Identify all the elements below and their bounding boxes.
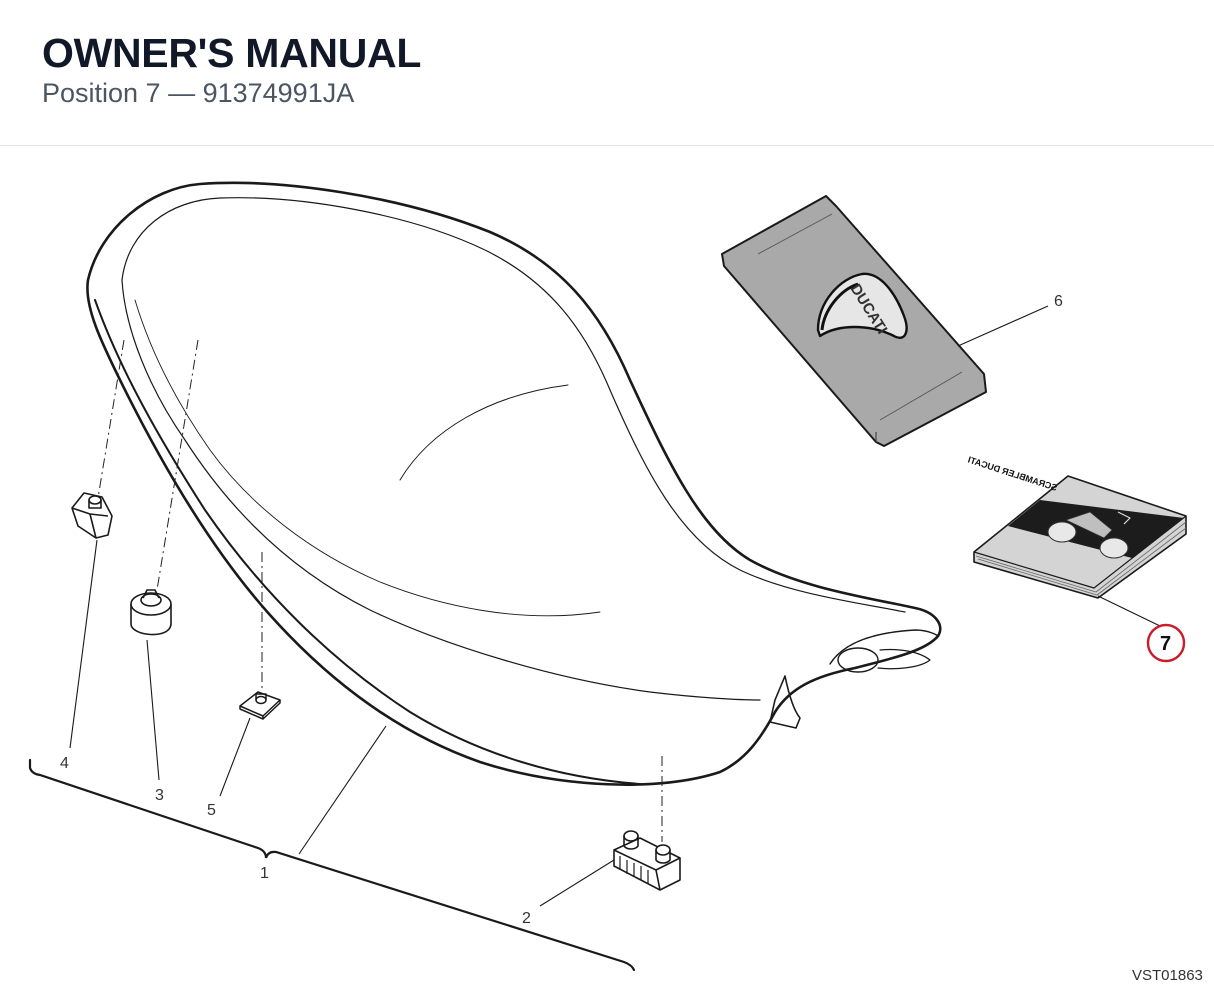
callout-6[interactable]: 6 bbox=[1054, 293, 1063, 310]
callout-2[interactable]: 2 bbox=[522, 910, 531, 927]
seat-illustration bbox=[86, 181, 942, 786]
part-5-plate bbox=[239, 691, 281, 720]
page-title: OWNER'S MANUAL bbox=[42, 30, 422, 76]
part-6-document-cover: DUCATI bbox=[721, 195, 987, 447]
part-3-bumper bbox=[130, 589, 172, 636]
callout-7[interactable]: 7 bbox=[1160, 633, 1171, 655]
part-2-bracket bbox=[613, 830, 681, 891]
callout-7-ring bbox=[1146, 623, 1186, 663]
callout-5[interactable]: 5 bbox=[207, 802, 216, 819]
page-subtitle: Position 7 — 91374991JA bbox=[42, 78, 355, 108]
part-4-rubber-pad bbox=[71, 492, 113, 539]
reference-code: VST01863 bbox=[1132, 967, 1203, 984]
callout-1[interactable]: 1 bbox=[260, 865, 269, 882]
part-7-owners-manual: SCRAMBLER DUCATI bbox=[967, 455, 1187, 599]
parts-diagram: DUCATI SCRAMBLER DUCATI 1 2 3 4 5 6 7 VS… bbox=[28, 181, 1203, 984]
booklet-title-text: SCRAMBLER DUCATI bbox=[967, 455, 1059, 493]
callout-3[interactable]: 3 bbox=[155, 787, 164, 804]
part-1-bracket-line bbox=[28, 758, 636, 972]
page-header: OWNER'S MANUAL Position 7 — 91374991JA bbox=[0, 0, 1214, 146]
callout-4[interactable]: 4 bbox=[60, 755, 69, 772]
assembly-axes bbox=[97, 339, 663, 842]
leader-lines bbox=[69, 305, 1161, 907]
